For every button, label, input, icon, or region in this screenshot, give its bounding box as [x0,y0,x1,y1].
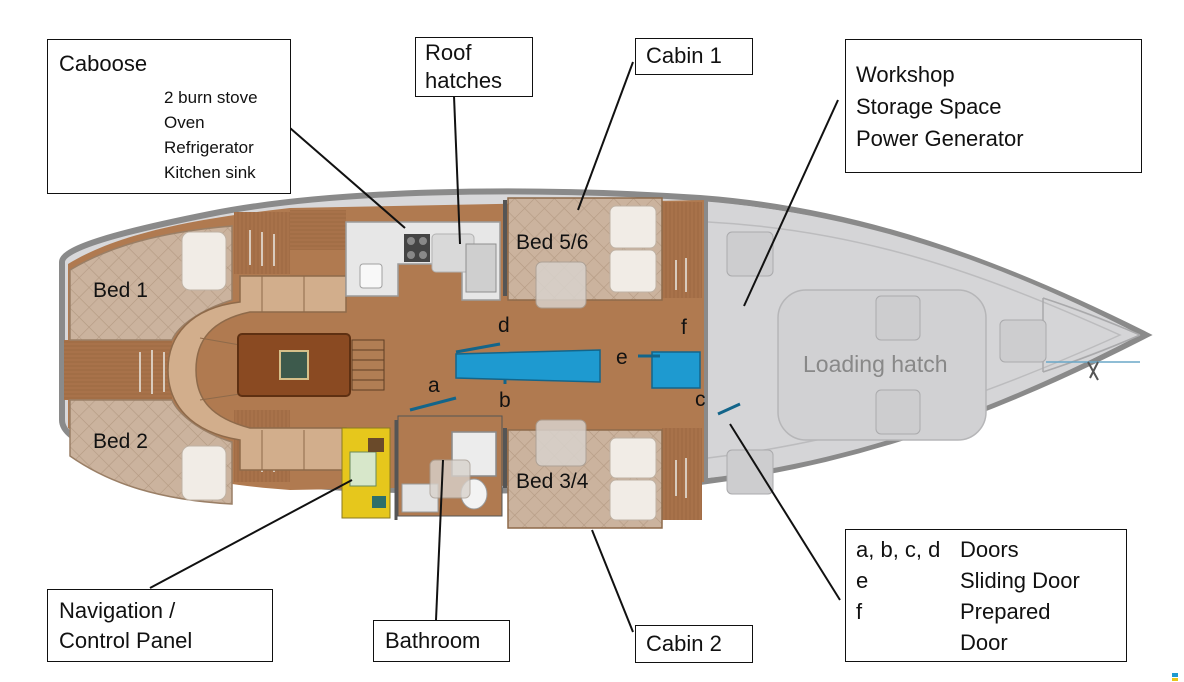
door-d [455,342,501,354]
cabin-1-label: Cabin 1 [646,43,722,68]
wood-panel [662,428,702,520]
bathroom-label: Bathroom [385,628,481,653]
power-generator-line: Power Generator [856,126,1024,151]
deck-hatch [726,231,774,277]
deck-hatch [875,295,921,341]
leader-legend [729,423,841,601]
wood-panel [64,340,172,400]
door-a [409,396,457,412]
caboose-list: 2 burn stove Oven Refrigerator Kitchen s… [164,85,258,185]
door-e [651,351,701,389]
caboose-item: Refrigerator [164,138,254,157]
loading-hatch [777,289,987,441]
cabin-2-label: Cabin 2 [646,631,722,656]
label-door-a: a [428,374,440,397]
label-door-f: f [681,316,687,339]
pillow [181,231,227,291]
navigation-line1: Navigation / [59,598,176,623]
legend-row: e Sliding Door [856,565,1116,596]
refrigerator [359,263,383,289]
legend-key: f [856,599,863,624]
instrument [368,438,384,452]
legend-value: Doors [960,537,1019,562]
roof-hatches-line1: Roof [425,40,472,65]
washbasin [401,483,439,513]
callout-bathroom: Bathroom [373,620,510,662]
workshop-line: Workshop [856,62,955,87]
legend-key: a, b, c, d [856,537,941,562]
roof-hatches-line2: hatches [425,68,503,93]
table-inlay [279,350,309,380]
caboose-item: 2 burn stove [164,88,258,107]
kitchen-sink [465,243,497,293]
callout-workshop: Workshop Storage Space Power Generator [845,39,1142,173]
legend-row: Door [856,627,1116,658]
wood-panel [662,202,702,298]
label-door-c: c [695,388,706,411]
deck-hatch [999,319,1047,363]
storage-space-line: Storage Space [856,94,1002,119]
pillow [609,249,657,293]
deck-hatch [875,389,921,435]
legend-value: Door [960,630,1008,655]
label-bed-5-6: Bed 5/6 [516,231,588,254]
callout-caboose: Caboose 2 burn stove Oven Refrigerator K… [47,39,291,194]
caboose-title: Caboose [59,51,148,76]
callout-navigation: Navigation / Control Panel [47,589,273,662]
cabin1-hatch [535,261,587,309]
legend-key [856,627,960,658]
deck-hatch [726,449,774,495]
caboose-item: Oven [164,113,205,132]
pillow [609,479,657,521]
leader-cabin-2 [591,529,634,633]
label-loading-hatch: Loading hatch [803,351,948,377]
leader-caboose [289,127,406,229]
legend-value: Prepared [960,599,1051,624]
leader-bathroom [435,459,444,621]
callout-cabin-2: Cabin 2 [635,625,753,663]
label-door-d: d [498,314,510,337]
label-door-b: b [499,389,511,412]
leader-navigation [149,479,353,589]
chart [349,451,377,487]
callout-cabin-1: Cabin 1 [635,38,753,75]
companionway-steps [351,339,385,391]
legend-key: e [856,568,869,593]
instrument [372,496,386,508]
label-door-e: e [616,346,628,369]
wood-panel [290,210,346,250]
pillow [609,205,657,249]
leader-roof-hatches [453,95,461,245]
label-bed-1: Bed 1 [93,279,148,302]
navigation-line2: Control Panel [59,628,193,653]
leader-workshop [743,99,839,307]
pillow [609,437,657,479]
legend-value: Sliding Door [960,568,1080,593]
cabin2-hatch [535,419,587,467]
callout-legend: a, b, c, d Doors e Sliding Door f Prepar… [845,529,1127,662]
pillow [181,445,227,501]
leader-cabin-1 [577,61,634,211]
legend-row: a, b, c, d Doors [856,534,1116,565]
sliding-door-passage [455,349,601,383]
caboose-item: Kitchen sink [164,163,256,182]
label-bed-3-4: Bed 3/4 [516,470,589,493]
stove [404,234,430,262]
bathroom-hatch [429,459,471,499]
callout-roof-hatches: Roof hatches [415,37,533,97]
label-bed-2: Bed 2 [93,430,148,453]
legend-row: f Prepared [856,596,1116,627]
door-c [717,402,741,416]
